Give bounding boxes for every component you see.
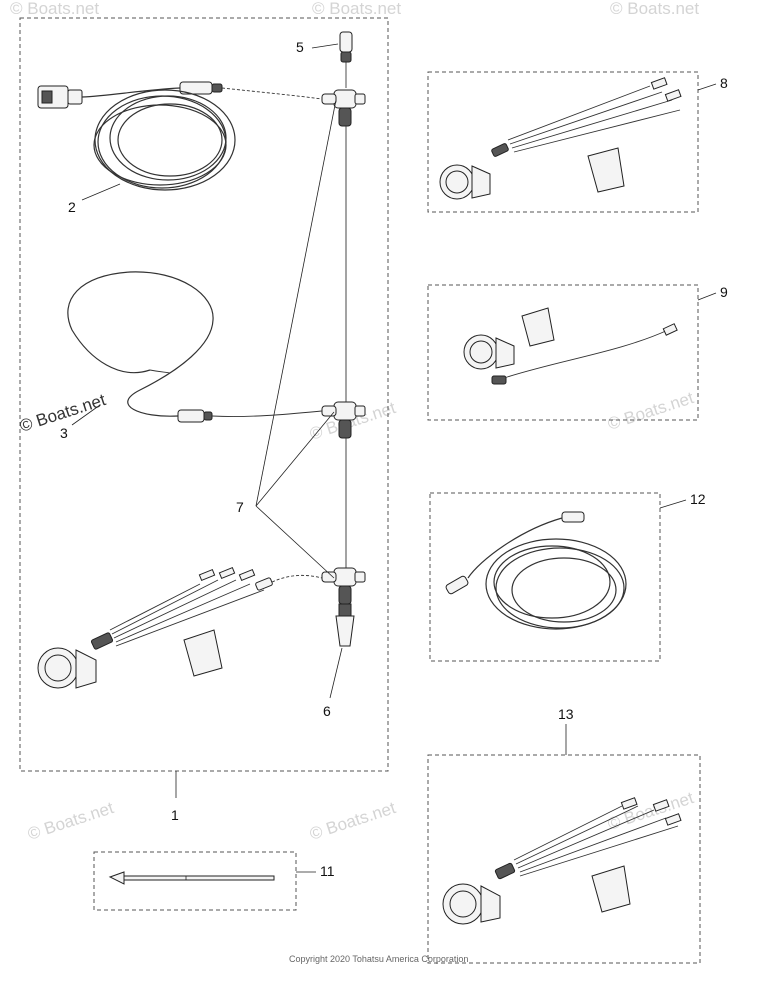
cable-tie-11 — [108, 871, 275, 885]
t-connector-middle — [321, 401, 366, 439]
group-box-11 — [93, 851, 297, 911]
gauge-assembly-group-1 — [37, 566, 323, 689]
terminator-6 — [335, 603, 355, 647]
gauge-assembly-8 — [439, 77, 682, 200]
watermark-top-left: © Boats.net — [10, 0, 99, 18]
group-box-13 — [427, 754, 701, 964]
watermark-top-right: © Boats.net — [610, 0, 699, 18]
callout-1: 1 — [171, 807, 179, 823]
callout-6: 6 — [323, 703, 331, 719]
callout-7: 7 — [236, 499, 244, 515]
cable-assembly-12 — [445, 511, 627, 630]
gauge-assembly-9 — [463, 307, 678, 385]
watermark-bottom-center: © Boats.net — [307, 798, 398, 844]
callout-9: 9 — [720, 284, 728, 300]
watermark-group: © Boats.net © Boats.net © Boats.net © Bo… — [10, 0, 699, 844]
leader-9 — [697, 292, 717, 301]
leader-2 — [81, 183, 121, 201]
callout-2: 2 — [68, 199, 76, 215]
group-box-1 — [19, 17, 389, 772]
leader-6 — [329, 647, 343, 699]
callout-11: 11 — [320, 863, 335, 879]
callout-12: 12 — [690, 491, 706, 507]
leader-3 — [71, 404, 101, 426]
callout-3: 3 — [60, 425, 68, 441]
t-connector-top — [321, 89, 366, 127]
terminator-5 — [339, 31, 353, 88]
callout-13: 13 — [558, 706, 574, 722]
leader-5 — [311, 43, 339, 49]
watermark-top-center: © Boats.net — [312, 0, 401, 18]
callout-5: 5 — [296, 39, 304, 55]
leader-12 — [659, 499, 687, 509]
leaders-7 — [255, 99, 337, 579]
group-box-12 — [429, 492, 661, 662]
group-box-9 — [427, 284, 699, 421]
watermark-bottom-left: © Boats.net — [25, 798, 116, 844]
copyright-text: Copyright 2020 Tohatsu America Corporati… — [289, 954, 468, 964]
leader-8 — [697, 83, 717, 91]
group-box-8 — [427, 71, 699, 213]
cable-assembly-2 — [37, 81, 323, 191]
cable-assembly-3 — [67, 271, 323, 423]
t-connector-bottom — [321, 567, 366, 605]
gauge-assembly-13 — [442, 797, 682, 925]
watermark-middle-right: © Boats.net — [605, 388, 696, 434]
callout-8: 8 — [720, 75, 728, 91]
